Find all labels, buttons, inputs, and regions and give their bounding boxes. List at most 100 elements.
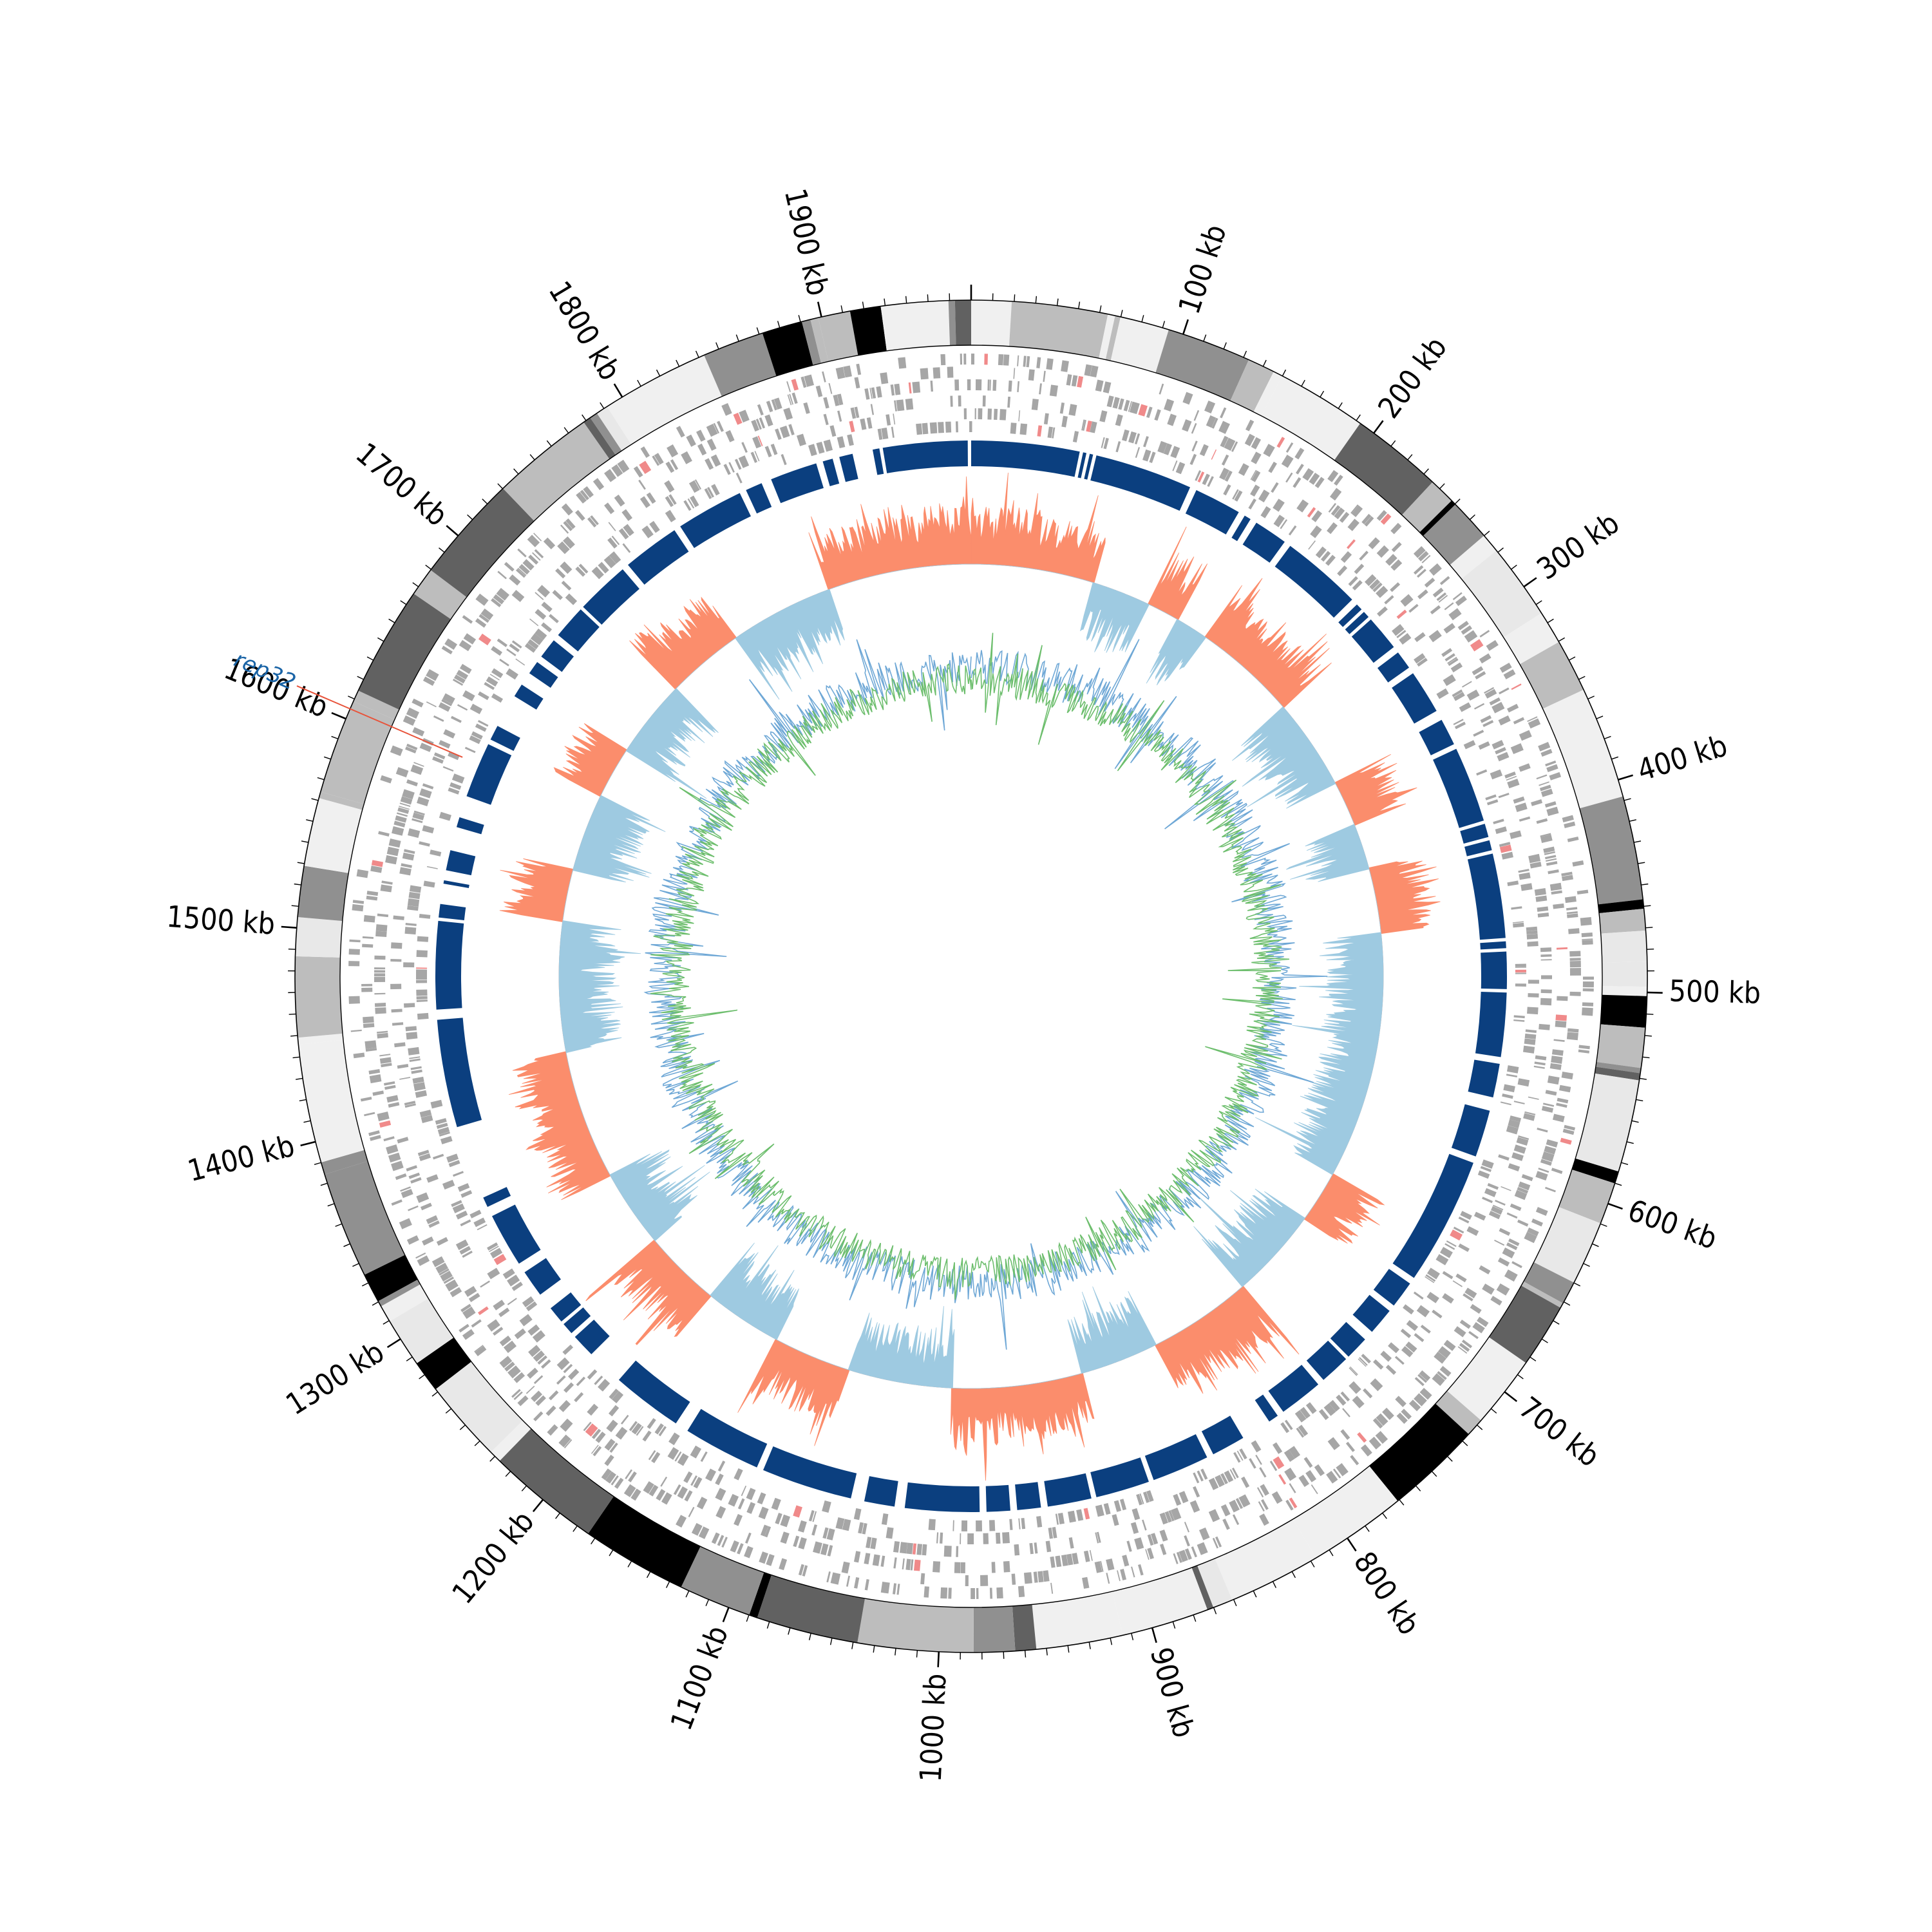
- feature: [457, 704, 468, 711]
- feature: [1047, 426, 1053, 439]
- feature: [1527, 716, 1538, 723]
- synteny-block: [437, 1018, 482, 1128]
- tick-label: 1800 kb: [542, 275, 627, 386]
- feature: [565, 518, 576, 529]
- feature: [1454, 1326, 1466, 1338]
- feature: [455, 1239, 469, 1251]
- feature: [507, 1274, 520, 1287]
- minor-tick: [1615, 1182, 1622, 1186]
- feature: [397, 1137, 409, 1144]
- major-tick: [1618, 774, 1633, 781]
- ideogram-band: [1533, 1207, 1601, 1283]
- feature: [478, 691, 489, 701]
- feature: [408, 1205, 419, 1211]
- feature: [405, 1026, 417, 1032]
- minor-tick: [1078, 301, 1081, 309]
- feature: [681, 451, 692, 464]
- feature: [1561, 871, 1573, 876]
- minor-tick: [685, 1590, 690, 1598]
- tick-label: 1500 kb: [166, 899, 276, 942]
- feature: [468, 1293, 480, 1303]
- feature: [477, 719, 489, 727]
- feature: [419, 788, 432, 799]
- feature: [1052, 427, 1056, 439]
- feature: [1117, 1570, 1121, 1582]
- feature: [1487, 1183, 1499, 1190]
- feature: [415, 1090, 428, 1098]
- feature: [936, 1532, 939, 1544]
- feature: [687, 498, 695, 509]
- feature: [1562, 1128, 1575, 1135]
- feature: [1546, 1139, 1558, 1148]
- feature: [410, 1177, 422, 1184]
- minor-tick: [296, 1077, 303, 1080]
- feature: [1293, 477, 1302, 488]
- feature: [1392, 623, 1405, 636]
- feature: [755, 419, 762, 430]
- feature: [1251, 1440, 1262, 1453]
- feature: [442, 1180, 455, 1190]
- feature: [1256, 1487, 1264, 1498]
- minor-tick: [705, 1599, 710, 1607]
- synteny-block: [529, 662, 558, 688]
- feature: [1334, 475, 1343, 486]
- minor-tick: [1310, 1560, 1315, 1567]
- feature: [1497, 752, 1510, 762]
- feature: [850, 407, 857, 419]
- feature: [723, 464, 731, 475]
- minor-tick: [383, 1320, 390, 1325]
- feature: [1540, 959, 1552, 961]
- feature: [1501, 1186, 1511, 1191]
- feature: [1501, 851, 1513, 860]
- feature: [383, 1081, 395, 1086]
- feature: [808, 1510, 815, 1522]
- feature: [1308, 540, 1316, 550]
- feature: [1310, 525, 1322, 538]
- feature: [374, 1003, 386, 1007]
- feature: [1132, 1508, 1141, 1520]
- feature: [1061, 415, 1068, 428]
- ideogram-band: [1191, 1565, 1214, 1610]
- feature: [1331, 505, 1341, 516]
- feature: [1511, 1261, 1522, 1269]
- minor-tick: [314, 1162, 321, 1165]
- feature: [1043, 1570, 1050, 1582]
- feature-highlight: [912, 1543, 917, 1555]
- feature: [886, 1527, 894, 1539]
- ideogram-band: [325, 1161, 405, 1275]
- feature: [377, 1030, 388, 1034]
- feature: [654, 1423, 664, 1435]
- feature: [1245, 419, 1255, 431]
- minor-tick: [1563, 1301, 1571, 1306]
- synteny-block: [490, 726, 520, 752]
- feature: [1444, 602, 1454, 611]
- feature: [1558, 1084, 1571, 1093]
- feature: [822, 1500, 831, 1513]
- minor-tick: [1131, 1633, 1134, 1640]
- feature: [439, 740, 451, 749]
- feature: [676, 426, 685, 438]
- feature: [575, 566, 586, 577]
- minor-tick: [1233, 1599, 1237, 1607]
- feature: [1076, 1509, 1084, 1521]
- feature: [999, 409, 1007, 421]
- feature: [1368, 1436, 1381, 1450]
- feature: [1552, 1113, 1565, 1122]
- feature: [363, 1016, 374, 1023]
- feature: [450, 782, 462, 790]
- feature: [971, 353, 975, 365]
- feature: [1484, 687, 1495, 694]
- feature: [705, 1468, 717, 1482]
- feature: [954, 1562, 961, 1573]
- feature: [1354, 564, 1365, 574]
- feature: [754, 451, 760, 462]
- feature: [1455, 595, 1467, 607]
- ideogram-band: [1602, 961, 1648, 987]
- feature: [1336, 1463, 1349, 1477]
- minor-tick: [1641, 883, 1649, 886]
- feature: [1553, 1039, 1565, 1042]
- feature: [513, 1372, 526, 1383]
- feature: [741, 1485, 747, 1497]
- feature-highlight: [913, 1559, 921, 1571]
- feature: [489, 674, 500, 681]
